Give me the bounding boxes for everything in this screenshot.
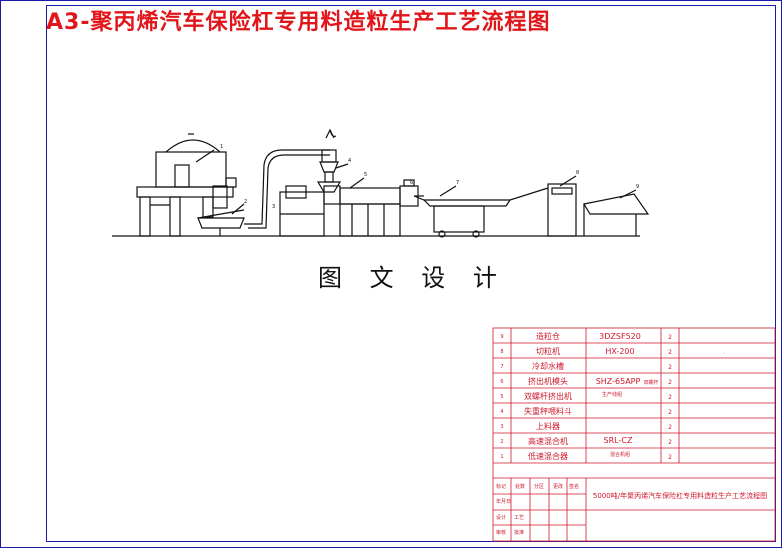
inner-frame — [46, 5, 776, 542]
title-block-label: 处数 — [515, 483, 525, 490]
title-block-label: 标记 — [496, 483, 506, 490]
pelletizer — [547, 175, 577, 237]
row-qty: 2 — [668, 334, 672, 341]
row-no: 4 — [500, 409, 503, 415]
title-block-label: 年月日 — [496, 498, 511, 505]
diagram-subtitle: 图 文 设 计 — [318, 264, 507, 292]
callout-label: 7 — [456, 180, 459, 186]
twin-screw-extruder — [279, 177, 419, 237]
row-name: 挤出机模头 — [528, 376, 568, 386]
row-name: 失重秤喂料斗 — [524, 406, 572, 416]
callout-label: 6 — [410, 180, 413, 186]
callout-label: 8 — [576, 170, 579, 176]
row-qty: 2 — [668, 349, 672, 356]
drawing-title: 5000吨/年聚丙烯汽车保险杠专用料造粒生产工艺流程图 — [593, 491, 767, 500]
title-block-label: 签名 — [569, 483, 579, 490]
row-name: 上料器 — [536, 421, 560, 431]
row-qty: 2 — [668, 454, 672, 461]
feeder-tower — [316, 128, 349, 193]
row-model: HX-200 — [605, 347, 634, 356]
process-diagram — [112, 128, 650, 238]
title-block-label: 分区 — [534, 483, 544, 490]
cooling-water-trough — [413, 185, 549, 238]
row-qty: 2 — [668, 409, 672, 416]
row-qty: 2 — [668, 394, 672, 401]
row-model: 3DZSF520 — [599, 332, 641, 341]
row-name: 双螺杆挤出机 — [524, 391, 572, 401]
row-name: 造粒仓 — [536, 331, 560, 341]
callout-label: 3 — [272, 204, 275, 210]
parts-table — [492, 327, 776, 542]
row-qty: 2 — [668, 424, 672, 431]
row-no: 9 — [500, 334, 503, 340]
low-speed-mixer-unit — [136, 133, 237, 237]
parts-table-text: 9 8 7 6 5 4 3 2 1 造粒仓 切粒机 冷却水槽 挤出机模头 双螺杆… — [496, 331, 767, 536]
title-block-label: 批准 — [514, 529, 524, 536]
callout-label: 4 — [348, 158, 351, 164]
pellet-conveyor — [583, 189, 650, 236]
row-model: SRL-CZ — [604, 436, 633, 445]
callout-label: 5 — [364, 172, 367, 178]
row-no: 5 — [500, 394, 503, 400]
model-small-label: 双螺杆 — [643, 379, 658, 386]
row-no: 3 — [500, 424, 503, 430]
model-small-label: 混合机组 — [610, 451, 630, 458]
row-qty: 2 — [668, 379, 672, 386]
callout-label: 2 — [244, 199, 247, 205]
row-name: 冷却水槽 — [532, 361, 564, 371]
model-small-label: 生产线组 — [602, 391, 622, 398]
callout-label: 9 — [636, 184, 639, 190]
row-no: 7 — [500, 364, 503, 370]
title-block-label: 设计 — [496, 514, 506, 521]
row-no: 6 — [500, 379, 503, 385]
loader-pipe — [244, 149, 330, 229]
title-block-label: 更改 — [553, 483, 563, 490]
title-block-label: 审核 — [496, 529, 506, 536]
page-title: A3-聚丙烯汽车保险杠专用料造粒生产工艺流程图 — [46, 10, 551, 35]
row-model: SHZ-65APP — [596, 377, 641, 386]
row-qty: 2 — [668, 364, 672, 371]
callout-labels: 1 2 3 4 5 6 7 8 9 — [220, 144, 639, 210]
row-name: 切粒机 — [536, 346, 560, 356]
row-no: 2 — [500, 439, 503, 445]
row-no: 1 — [500, 454, 503, 460]
callout-label: 1 — [220, 144, 223, 150]
row-qty: 2 — [668, 439, 672, 446]
extruder-die-head — [403, 179, 424, 197]
row-name: 低速混合器 — [528, 451, 568, 461]
row-note: . — [723, 349, 725, 356]
row-name: 高速混合机 — [528, 436, 568, 446]
high-speed-mixer-unit — [197, 185, 245, 236]
title-block-label: 工艺 — [514, 515, 524, 521]
row-no: 8 — [500, 349, 503, 355]
